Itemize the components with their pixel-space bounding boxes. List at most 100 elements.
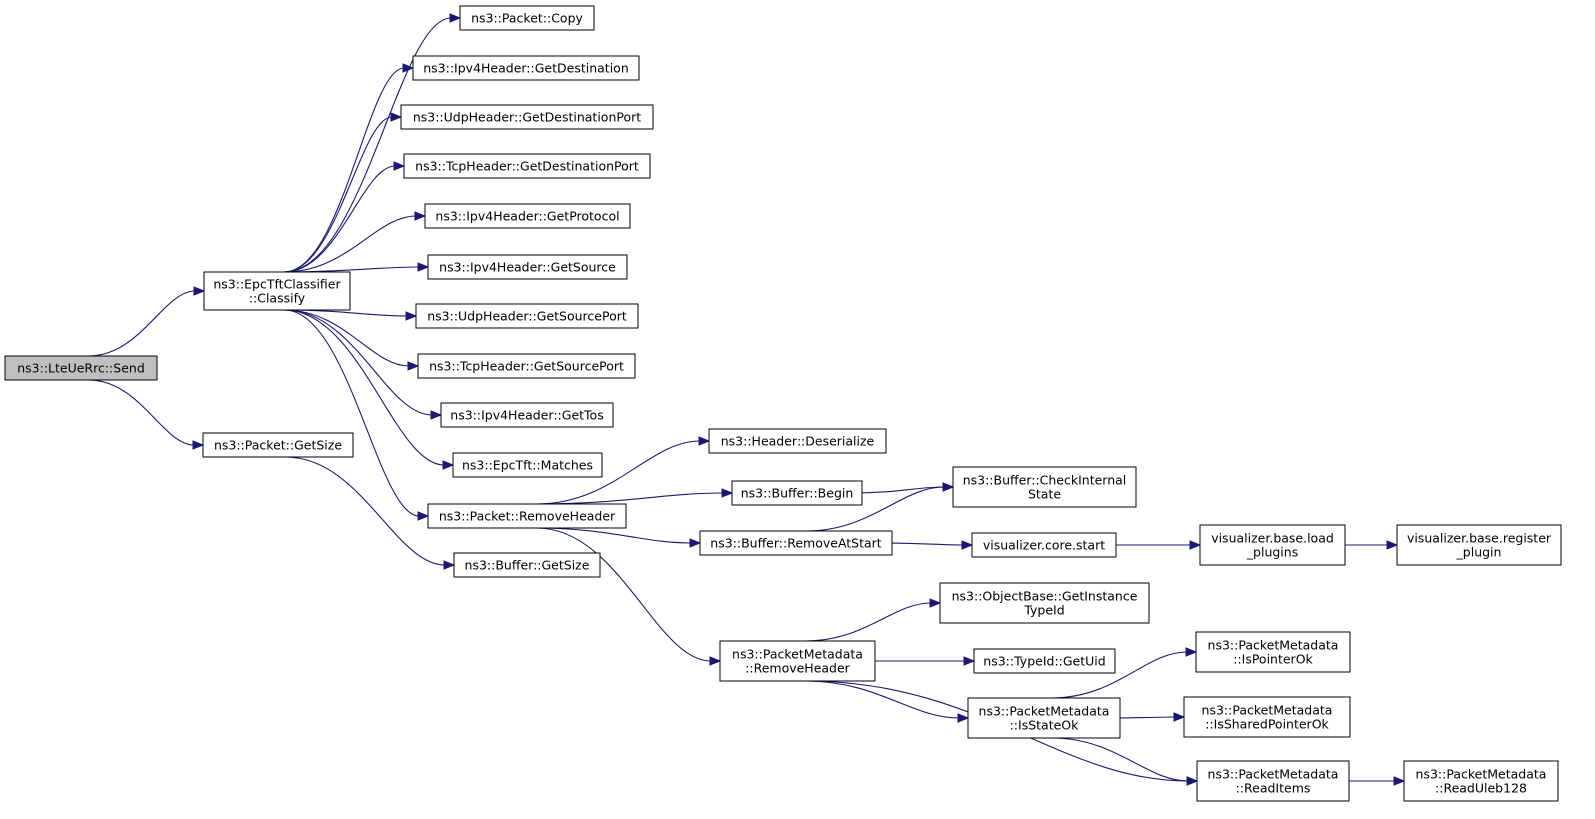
edge-line — [536, 527, 692, 544]
edge-pkt_removeheader-to-buf_begin — [536, 488, 734, 505]
node-label: ns3::TcpHeader::GetSourcePort — [429, 359, 624, 374]
node-pm_readitems[interactable]: ns3::PacketMetadata::ReadItems — [1196, 760, 1350, 802]
edge-buf_begin-to-buf_checkinternal — [851, 482, 955, 494]
node-box — [415, 303, 639, 329]
node-label: ns3::UdpHeader::GetSourcePort — [427, 309, 627, 324]
node-box — [1196, 760, 1350, 802]
node-vis_register_plugin[interactable]: visualizer.base.register_plugin — [1396, 524, 1562, 566]
edge-pm_isstateok-to-pm_ispointerok — [1051, 647, 1198, 699]
node-label: ::IsSharedPointerOk — [1205, 717, 1329, 732]
edge-arrowhead — [192, 440, 205, 450]
node-epctft_matches[interactable]: ns3::EpcTft::Matches — [452, 452, 603, 478]
node-ipv4_getdest[interactable]: ns3::Ipv4Header::GetDestination — [412, 55, 640, 81]
node-typeid_getuid[interactable]: ns3::TypeId::GetUid — [973, 648, 1116, 674]
node-box — [1183, 696, 1351, 738]
node-box — [427, 254, 628, 280]
node-buf_removeatstart[interactable]: ns3::Buffer::RemoveAtStart — [699, 530, 893, 556]
edge-arrowhead — [430, 410, 443, 420]
node-label: ns3::EpcTftClassifier — [213, 277, 341, 292]
node-udp_getsrcport[interactable]: ns3::UdpHeader::GetSourcePort — [415, 303, 639, 329]
edge-classify-to-pkt_removeheader — [284, 309, 430, 521]
node-label: ns3::Header::Deserialize — [721, 434, 875, 449]
edge-classify-to-ipv4_getdest — [284, 63, 415, 273]
edge-arrowhead — [942, 482, 955, 492]
edge-line — [536, 492, 724, 505]
node-pkt_removeheader[interactable]: ns3::Packet::RemoveHeader — [427, 503, 627, 529]
edge-send-to-getsize_pkt — [88, 379, 205, 450]
edge-pm_isstateok-to-pm_readitems — [1051, 737, 1199, 786]
node-buf_getsize[interactable]: ns3::Buffer::GetSize — [453, 552, 601, 578]
node-hdr_deserialize[interactable]: ns3::Header::Deserialize — [708, 428, 887, 454]
edge-arrowhead — [417, 511, 430, 521]
edge-pkt_removeheader-to-pm_removeheader — [536, 527, 722, 666]
node-box — [459, 5, 595, 31]
edge-classify-to-copy — [284, 13, 462, 273]
node-box — [4, 355, 158, 381]
edge-line — [284, 309, 410, 367]
edge-classify-to-ipv4_getproto — [284, 211, 427, 273]
node-vis_core_start[interactable]: visualizer.core.start — [971, 532, 1117, 558]
node-ipv4_getsrc[interactable]: ns3::Ipv4Header::GetSource — [427, 254, 628, 280]
node-pm_issharedpointerok[interactable]: ns3::PacketMetadata::IsSharedPointerOk — [1183, 696, 1351, 738]
node-label: ns3::Ipv4Header::GetTos — [450, 408, 603, 423]
edge-arrowhead — [709, 656, 722, 666]
node-ipv4_getproto[interactable]: ns3::Ipv4Header::GetProtocol — [424, 203, 631, 229]
node-send[interactable]: ns3::LteUeRrc::Send — [4, 355, 158, 381]
node-label: ns3::ObjectBase::GetInstance — [952, 589, 1138, 604]
node-label: ns3::UdpHeader::GetDestinationPort — [413, 110, 641, 125]
node-pm_ispointerok[interactable]: ns3::PacketMetadata::IsPointerOk — [1195, 631, 1351, 673]
node-pm_isstateok[interactable]: ns3::PacketMetadata::IsStateOk — [967, 697, 1121, 739]
node-getsize_pkt[interactable]: ns3::Packet::GetSize — [202, 432, 354, 458]
edge-line — [805, 680, 960, 719]
edge-arrowhead — [721, 488, 734, 498]
node-box — [403, 153, 651, 179]
node-label: visualizer.base.register — [1407, 531, 1552, 546]
node-box — [202, 432, 354, 458]
node-label: ::ReadItems — [1236, 781, 1311, 796]
edge-arrowhead — [1189, 540, 1202, 550]
node-pm_removeheader[interactable]: ns3::PacketMetadata::RemoveHeader — [719, 640, 876, 682]
edge-arrowhead — [929, 598, 942, 608]
node-box — [1403, 760, 1559, 802]
node-udp_getdestport[interactable]: ns3::UdpHeader::GetDestinationPort — [400, 104, 654, 130]
node-box — [939, 582, 1150, 624]
node-pm_readuleb128[interactable]: ns3::PacketMetadata::ReadUleb128 — [1403, 760, 1559, 802]
edge-line — [284, 215, 417, 273]
node-buf_begin[interactable]: ns3::Buffer::Begin — [731, 480, 863, 506]
node-label: ns3::TcpHeader::GetDestinationPort — [415, 159, 639, 174]
node-box — [973, 648, 1116, 674]
node-box — [427, 503, 627, 529]
edge-line — [88, 379, 195, 446]
node-box — [699, 530, 893, 556]
node-classify[interactable]: ns3::EpcTftClassifier::Classify — [203, 271, 351, 311]
node-copy[interactable]: ns3::Packet::Copy — [459, 5, 595, 31]
edge-line — [284, 17, 452, 273]
node-label: ns3::Ipv4Header::GetProtocol — [435, 209, 619, 224]
node-label: ns3::Packet::RemoveHeader — [439, 509, 616, 524]
node-label: ns3::PacketMetadata — [1208, 767, 1339, 782]
node-box — [417, 353, 636, 379]
edge-arrowhead — [417, 262, 430, 272]
node-label: ns3::Buffer::GetSize — [465, 558, 590, 573]
edge-line — [284, 309, 445, 466]
node-vis_load_plugins[interactable]: visualizer.base.load_plugins — [1199, 524, 1346, 566]
node-tcp_getsrcport[interactable]: ns3::TcpHeader::GetSourcePort — [417, 353, 636, 379]
node-label: ns3::Ipv4Header::GetDestination — [423, 61, 629, 76]
node-ipv4_gettos[interactable]: ns3::Ipv4Header::GetTos — [440, 402, 614, 428]
node-label: _plugins — [1246, 545, 1298, 560]
edge-arrowhead — [1186, 776, 1199, 786]
node-label: ns3::Packet::Copy — [471, 11, 583, 26]
edge-arrowhead — [193, 286, 206, 296]
edge-line — [285, 456, 446, 566]
edge-arrowhead — [402, 63, 415, 73]
edge-arrowhead — [393, 161, 406, 171]
node-tcp_getdestport[interactable]: ns3::TcpHeader::GetDestinationPort — [403, 153, 651, 179]
node-box — [952, 466, 1137, 508]
edge-line — [1051, 651, 1188, 699]
node-box — [424, 203, 631, 229]
node-label: ::RemoveHeader — [745, 661, 851, 676]
node-label: visualizer.core.start — [983, 538, 1105, 553]
